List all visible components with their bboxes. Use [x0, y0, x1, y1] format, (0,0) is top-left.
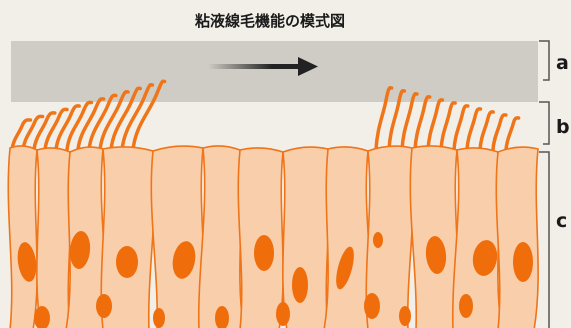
epithelial-cell	[496, 147, 538, 328]
cell-nucleus	[116, 246, 138, 278]
layer-label-a: a	[556, 52, 569, 74]
layer-label-c: c	[556, 210, 567, 232]
cell-nucleus	[373, 232, 383, 248]
epithelial-cell	[283, 147, 330, 328]
cell-nucleus	[459, 294, 473, 318]
cell-nucleus	[96, 294, 112, 318]
epithelial-cell	[8, 146, 37, 328]
epithelial-cell	[37, 148, 72, 328]
epithelial-cell	[199, 146, 244, 328]
cell-nucleus	[513, 242, 533, 282]
layer-label-b: b	[556, 116, 570, 138]
mucus-layer	[11, 41, 538, 102]
cell-nucleus	[153, 308, 165, 328]
cell-nucleus	[399, 306, 411, 326]
diagram-title: 粘液線毛機能の模式図	[195, 12, 345, 30]
epithelial-cell	[151, 146, 204, 328]
cell-nucleus	[364, 293, 380, 319]
epithelial-cells	[8, 146, 538, 328]
cell-nucleus	[254, 235, 274, 271]
cell-nucleus	[292, 267, 308, 303]
cell-nucleus	[276, 302, 290, 326]
